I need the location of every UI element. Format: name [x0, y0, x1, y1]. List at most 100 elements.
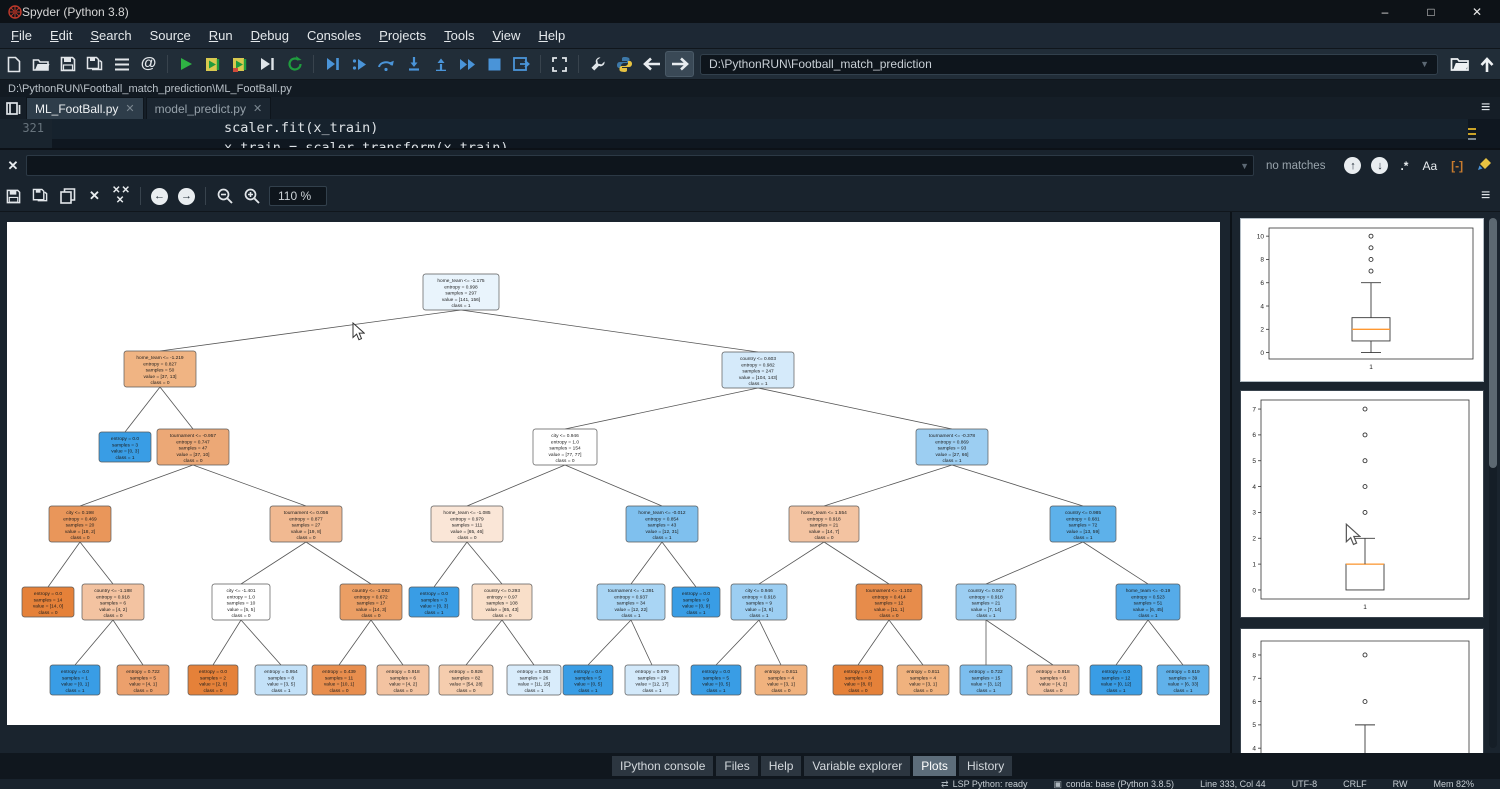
run-external-icon[interactable]	[508, 52, 535, 76]
case-sensitive-toggle-icon[interactable]: Aa	[1422, 158, 1438, 173]
symbol-finder-icon[interactable]: @	[140, 55, 157, 72]
close-button[interactable]: ✕	[1471, 4, 1483, 19]
copy-plot-icon[interactable]	[54, 184, 81, 208]
remove-all-plots-icon[interactable]: ✕✕ ✕	[112, 185, 131, 206]
run-selection-icon[interactable]	[254, 52, 281, 76]
pane-tab-history[interactable]: History	[958, 756, 1013, 776]
menu-item-view[interactable]: View	[492, 28, 521, 43]
pane-tab-ipython-console[interactable]: IPython console	[612, 756, 714, 776]
save-all-icon[interactable]	[81, 52, 108, 76]
maximize-button[interactable]: □	[1427, 4, 1435, 19]
file-switcher-icon[interactable]	[108, 52, 135, 76]
forward-arrow-icon[interactable]	[665, 51, 694, 77]
svg-text:samples = 43: samples = 43	[648, 523, 677, 529]
code-editor[interactable]: 321 scaler.fit(x_train) x_train = scaler…	[0, 119, 1500, 148]
working-directory-input[interactable]: D:\PythonRUN\Football_match_prediction ▼	[700, 53, 1438, 75]
open-directory-icon[interactable]	[1446, 52, 1473, 76]
previous-plot-icon[interactable]: ←	[151, 187, 168, 205]
svg-text:value = [8, 0]: value = [8, 0]	[844, 682, 872, 688]
svg-text:class = 0: class = 0	[913, 688, 932, 694]
new-file-icon[interactable]	[0, 52, 27, 76]
pane-tab-help[interactable]: Help	[760, 756, 802, 776]
editor-tab-model_predict-py[interactable]: model_predict.py✕	[145, 97, 272, 119]
find-next-icon[interactable]: ↓	[1371, 157, 1389, 174]
python-env-icon[interactable]	[611, 52, 638, 76]
svg-text:tournament <= 0.056: tournament <= 0.056	[284, 510, 329, 516]
menu-item-help[interactable]: Help	[538, 28, 566, 43]
plot-zoom-level[interactable]: 110 %	[269, 186, 327, 206]
maximize-pane-icon[interactable]	[546, 52, 573, 76]
menu-item-edit[interactable]: Edit	[49, 28, 73, 43]
svg-text:value = [18, 2]: value = [18, 2]	[65, 529, 95, 535]
svg-text:samples = 4: samples = 4	[910, 675, 936, 681]
svg-text:entropy = 0.0: entropy = 0.0	[574, 669, 602, 675]
rerun-cell-icon[interactable]	[227, 52, 254, 76]
parent-directory-up-icon[interactable]	[1473, 52, 1500, 76]
regex-toggle-icon[interactable]: .*	[1400, 158, 1409, 173]
run-icon[interactable]	[173, 52, 200, 76]
pane-tab-plots[interactable]: Plots	[913, 756, 956, 776]
zoom-out-icon[interactable]	[211, 184, 238, 208]
menu-item-debug[interactable]: Debug	[250, 28, 289, 43]
plots-options-menu-icon[interactable]: ≡	[1481, 187, 1491, 204]
find-input[interactable]: ▼	[26, 155, 1254, 176]
close-find-icon[interactable]: ✕	[7, 157, 19, 173]
menu-item-source[interactable]: Source	[149, 28, 191, 43]
editor-tab-ml_football-py[interactable]: ML_FootBall.py✕	[26, 97, 144, 119]
current-line-highlight	[52, 119, 1468, 139]
window-title: Spyder (Python 3.8)	[22, 4, 129, 19]
svg-text:value = [54, 28]: value = [54, 28]	[450, 682, 483, 688]
back-arrow-icon[interactable]	[638, 52, 665, 76]
remove-plot-icon[interactable]: ✕	[89, 188, 100, 203]
svg-text:samples = 6: samples = 6	[1040, 675, 1066, 681]
restart-kernel-icon[interactable]	[281, 52, 308, 76]
scrollbar-thumb[interactable]	[1489, 218, 1497, 468]
menu-item-consoles[interactable]: Consoles	[306, 28, 362, 43]
menu-item-run[interactable]: Run	[208, 28, 233, 43]
svg-text:entropy = 0.869: entropy = 0.869	[935, 439, 969, 445]
pane-tab-files[interactable]: Files	[716, 756, 758, 776]
debug-stop-icon[interactable]	[481, 52, 508, 76]
menu-item-projects[interactable]: Projects	[379, 28, 427, 43]
zoom-in-icon[interactable]	[238, 184, 265, 208]
svg-text:entropy = 0.926: entropy = 0.926	[449, 669, 483, 675]
close-tab-icon[interactable]: ✕	[252, 103, 263, 115]
svg-text:home_team <= 1.554: home_team <= 1.554	[801, 510, 847, 516]
menu-item-search[interactable]: Search	[90, 28, 132, 43]
preferences-wrench-icon[interactable]	[584, 52, 611, 76]
editor-options-menu-icon[interactable]: ≡	[1481, 99, 1491, 116]
menu-item-tools[interactable]: Tools	[444, 28, 475, 43]
close-tab-icon[interactable]: ✕	[125, 103, 135, 115]
open-file-icon[interactable]	[27, 52, 54, 76]
debug-file-icon[interactable]	[319, 52, 346, 76]
thumbnails-scrollbar[interactable]	[1489, 218, 1497, 748]
debug-step-into-icon[interactable]	[400, 52, 427, 76]
whole-words-toggle-icon[interactable]: [-]	[1451, 158, 1464, 173]
debug-step-out-icon[interactable]	[427, 52, 454, 76]
run-cell-icon[interactable]	[200, 52, 227, 76]
save-icon[interactable]	[54, 52, 81, 76]
pane-tab-variable-explorer[interactable]: Variable explorer	[804, 756, 911, 776]
save-all-plots-icon[interactable]	[27, 184, 54, 208]
save-plot-icon[interactable]	[0, 184, 27, 208]
next-plot-icon[interactable]: →	[178, 187, 195, 205]
find-previous-icon[interactable]: ↑	[1344, 157, 1362, 174]
svg-text:value = [12, 17]: value = [12, 17]	[636, 682, 669, 688]
highlight-matches-icon[interactable]	[1477, 157, 1492, 174]
svg-text:tournament <= -1.102: tournament <= -1.102	[866, 588, 912, 594]
svg-text:3: 3	[1252, 510, 1256, 517]
title-bar: Spyder (Python 3.8) – □ ✕	[0, 0, 1500, 23]
debug-continue-icon[interactable]	[346, 52, 373, 76]
minimize-button[interactable]: –	[1381, 4, 1389, 19]
debug-step-over-icon[interactable]	[373, 52, 400, 76]
svg-text:home_team <= -1.175: home_team <= -1.175	[437, 278, 485, 284]
menu-item-file[interactable]: File	[11, 28, 32, 43]
svg-text:value = [14, 3]: value = [14, 3]	[356, 607, 386, 613]
debug-fast-forward-icon[interactable]	[454, 52, 481, 76]
browse-tabs-icon[interactable]	[0, 97, 26, 119]
